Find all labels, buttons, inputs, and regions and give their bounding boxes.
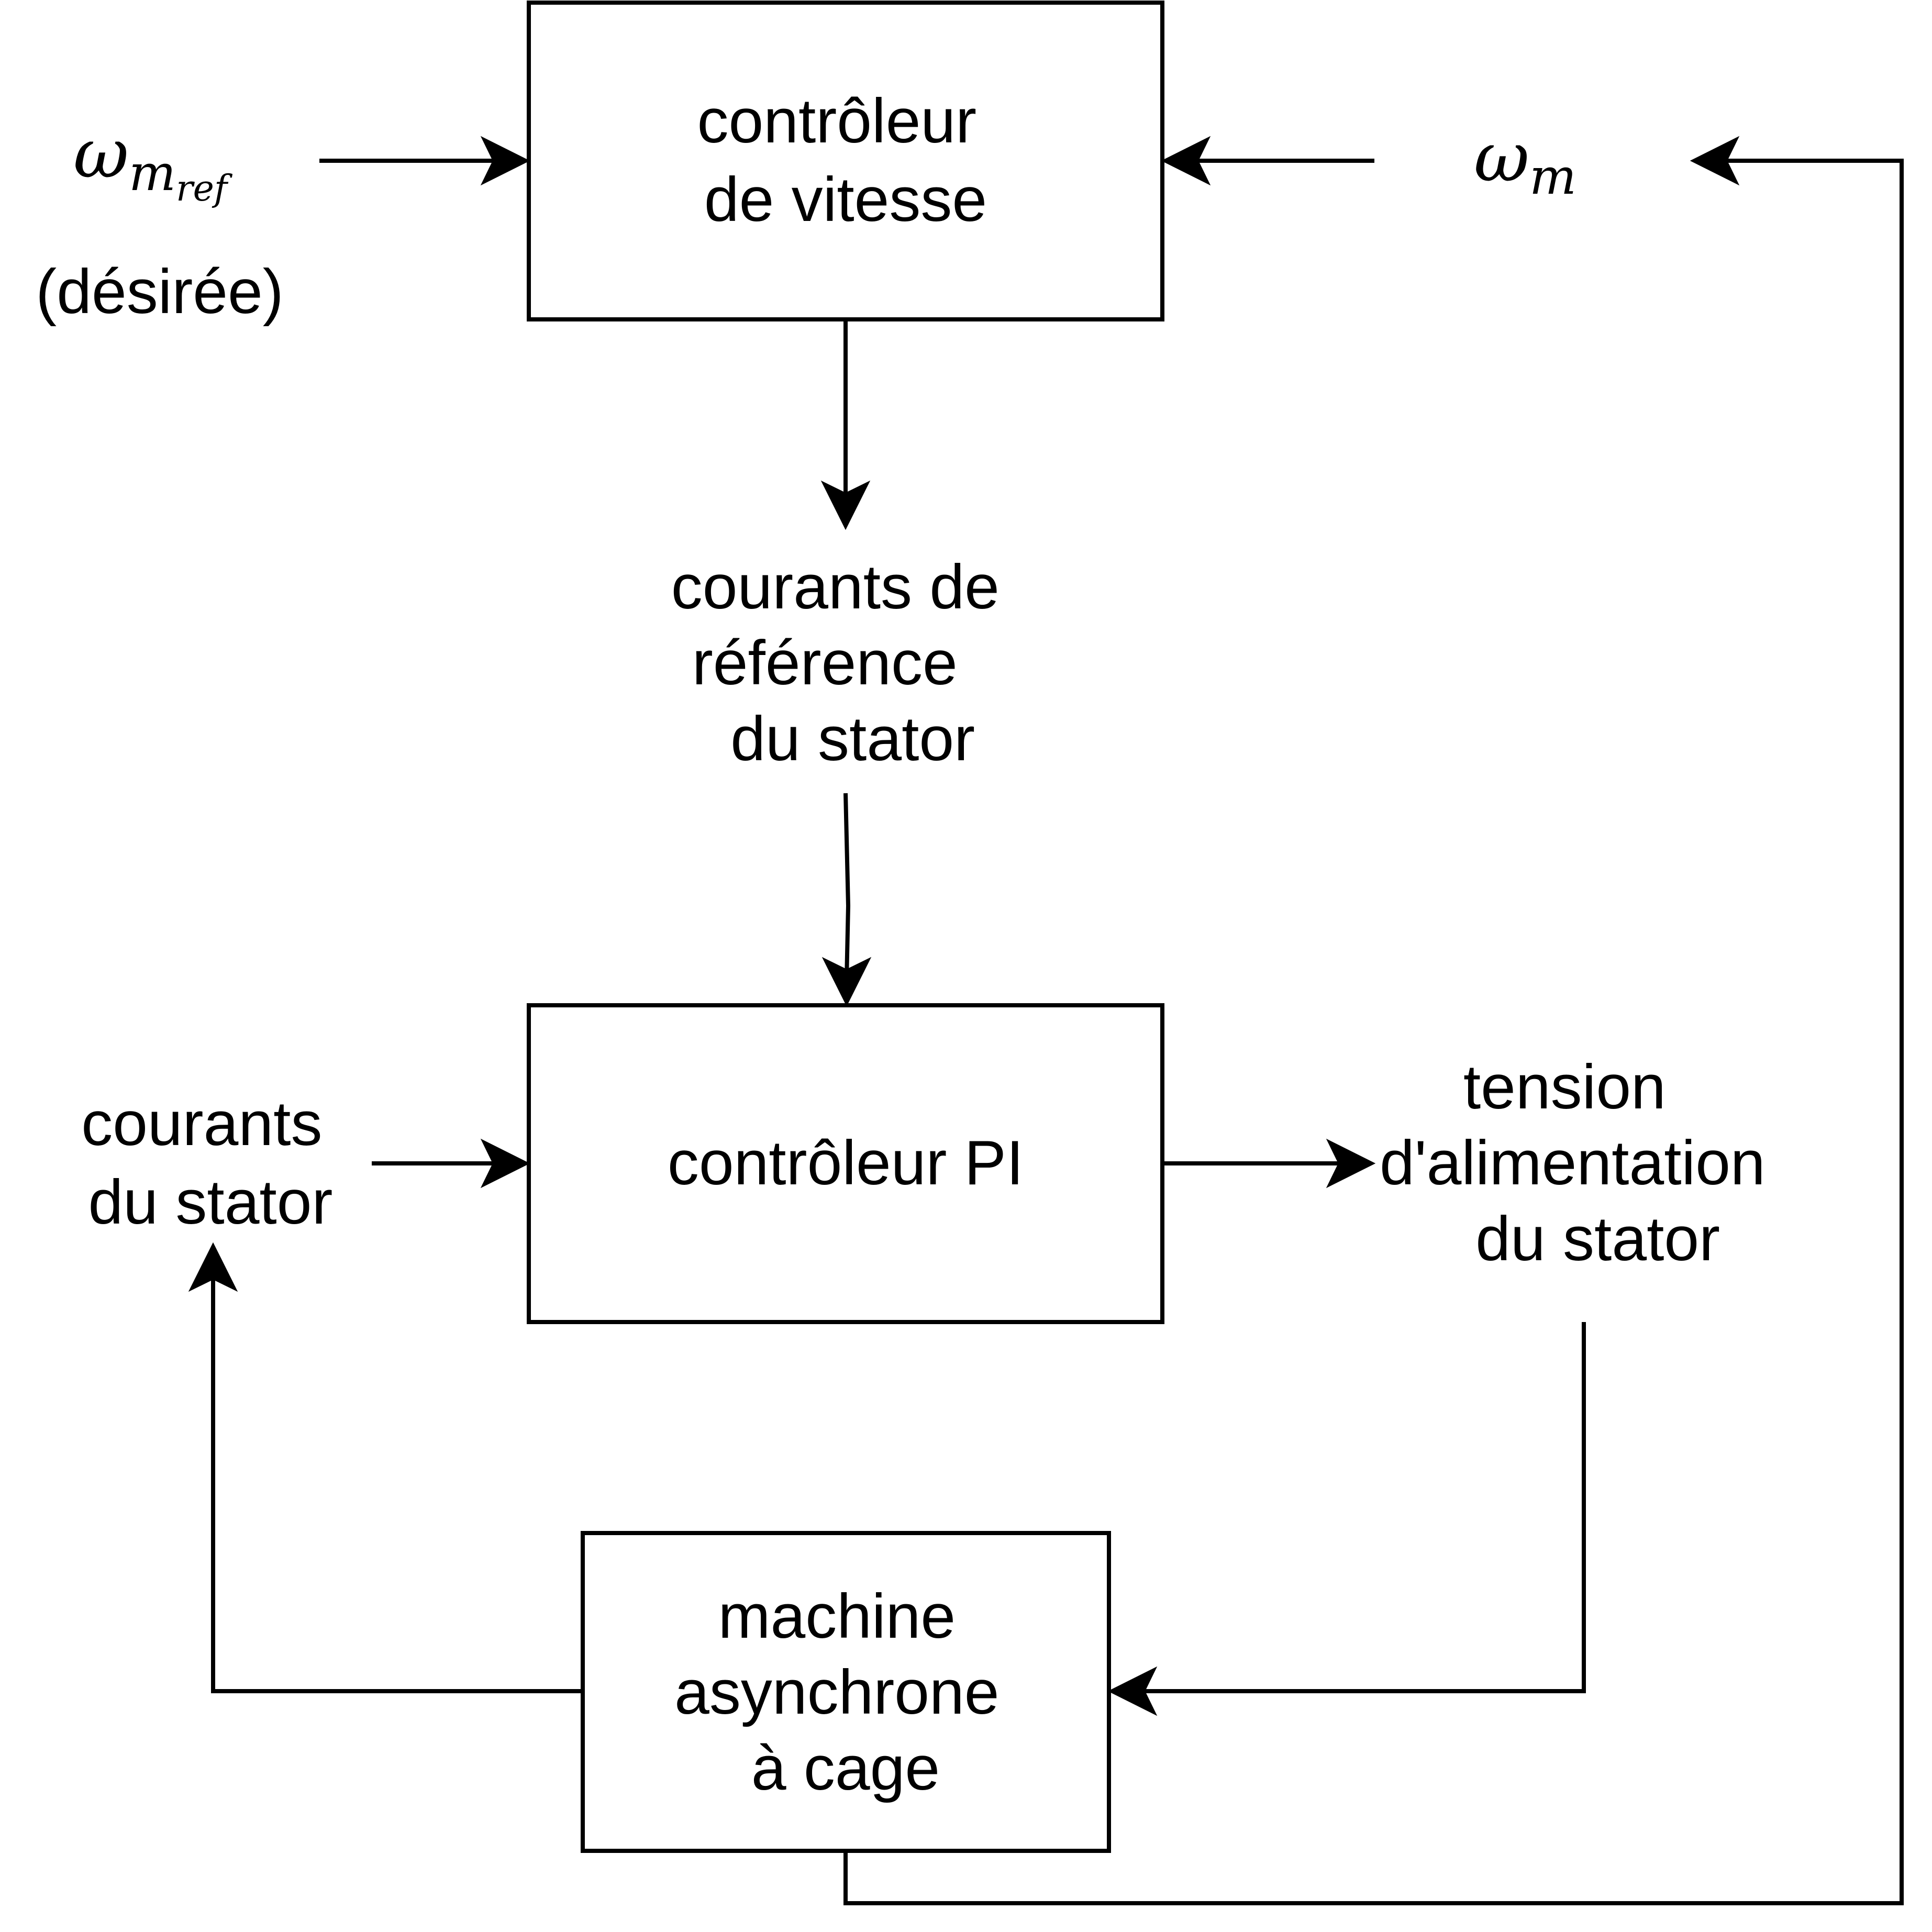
wire-pi-controller-to-stator-voltage[interactable]: [1162, 1138, 1376, 1189]
omega-ref-symbol: ωmref: [73, 114, 233, 209]
wire-reference-currents-to-pi-controller[interactable]: [821, 793, 872, 1007]
speed-controller-box: [527, 1, 1164, 321]
reference-currents-line-1: courants de: [671, 552, 1000, 622]
machine-label-line-1: machine: [718, 1581, 956, 1651]
wire-omega-ref-to-speed-controller[interactable]: [319, 136, 530, 186]
speed-controller-label-line-1: contrôleur: [697, 86, 977, 156]
omega-ref-subsub: ref: [176, 168, 233, 209]
arrowhead: [1690, 136, 1740, 186]
omega-ref-base: ω: [73, 114, 129, 193]
omega-m-symbol: ωm: [1474, 117, 1576, 206]
omega-ref-sub: m: [129, 145, 176, 202]
machine-label-line-3: à cage: [751, 1733, 940, 1803]
wire-omega-m-to-speed-controller[interactable]: [1161, 136, 1374, 186]
stator-currents-line-2: du stator: [88, 1167, 333, 1237]
wire-stator-currents-to-pi-controller[interactable]: [372, 1138, 530, 1189]
machine-label-line-2: asynchrone: [674, 1657, 999, 1727]
stator-voltage-line-3: du stator: [1458, 1204, 1720, 1274]
reference-currents-label: courants de référence du stator: [671, 552, 1017, 774]
arrowhead: [188, 1242, 238, 1292]
omega-m-sub: m: [1529, 148, 1576, 206]
wire-machine-to-stator-currents[interactable]: [188, 1242, 583, 1693]
pi-controller-label: contrôleur PI: [668, 1128, 1024, 1198]
arrowhead: [821, 957, 872, 1007]
machine-label: machine asynchrone à cage: [674, 1581, 1017, 1803]
arrowhead: [820, 480, 871, 530]
machine-block[interactable]: machine asynchrone à cage: [581, 1531, 1111, 1853]
reference-currents-line-3: du stator: [713, 704, 975, 774]
arrowhead: [1107, 1666, 1158, 1716]
wire-machine-feedback-to-omega-m[interactable]: [843, 136, 1904, 1905]
speed-controller-block[interactable]: contrôleur de vitesse: [527, 1, 1164, 321]
arrowhead: [480, 1138, 530, 1189]
pi-controller-box: [527, 1003, 1164, 1324]
stator-currents-line-1: courants: [81, 1089, 322, 1159]
speed-controller-label: contrôleur de vitesse: [697, 86, 994, 235]
stator-voltage-line-1: tension: [1463, 1052, 1666, 1122]
pi-controller-block[interactable]: contrôleur PI: [527, 1003, 1164, 1324]
speed-controller-label-line-2: de vitesse: [704, 164, 987, 235]
arrowhead: [1161, 136, 1211, 186]
omega-ref-note: (désirée): [36, 257, 284, 327]
stator-voltage-line-2: d'alimentation: [1380, 1128, 1766, 1198]
reference-currents-line-2: référence: [692, 628, 958, 698]
wire-speed-controller-to-reference-currents[interactable]: [820, 319, 871, 530]
stator-voltage-label: tension d'alimentation du stator: [1380, 1052, 1783, 1274]
omega-m-base: ω: [1474, 117, 1529, 197]
arrowhead: [480, 136, 530, 186]
arrowhead: [1326, 1138, 1376, 1189]
stator-currents-label: courants du stator: [81, 1089, 340, 1237]
wire-stator-voltage-to-machine[interactable]: [1107, 1322, 1586, 1716]
pi-controller-label-line-1: contrôleur PI: [668, 1128, 1024, 1198]
